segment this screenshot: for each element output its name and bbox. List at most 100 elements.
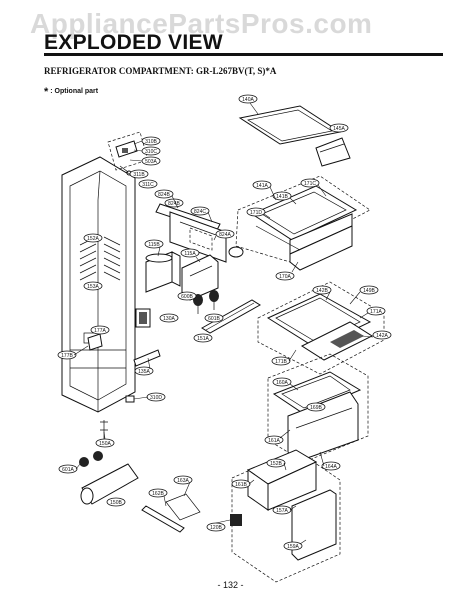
svg-text:115A: 115A bbox=[184, 251, 196, 257]
callout-824B-2: 824B bbox=[164, 198, 184, 208]
callout-140A: 140A bbox=[238, 94, 259, 115]
svg-text:171C: 171C bbox=[304, 181, 316, 187]
callout-824C: 824C bbox=[190, 206, 210, 216]
callout-601A: 601A bbox=[58, 464, 78, 474]
svg-text:150A: 150A bbox=[99, 441, 111, 447]
callouts: 140A 145A 310B 310C 503A 311B 311C 824B … bbox=[57, 94, 392, 551]
svg-text:149B: 149B bbox=[363, 288, 375, 294]
top-shelf bbox=[238, 105, 351, 167]
callout-115B: 115B bbox=[144, 239, 164, 249]
optional-part-note: *: Optional part bbox=[44, 86, 98, 98]
callout-135A: 135A bbox=[134, 366, 154, 376]
svg-text:145A: 145A bbox=[333, 126, 345, 132]
svg-text:310D: 310D bbox=[150, 395, 162, 401]
svg-text:824C: 824C bbox=[194, 209, 206, 215]
callout-824A: 824A bbox=[215, 229, 235, 239]
svg-text:171A: 171A bbox=[370, 309, 382, 315]
svg-text:160A: 160A bbox=[276, 380, 288, 386]
callout-160A: 160A bbox=[272, 377, 292, 387]
callout-150A: 150A bbox=[95, 438, 115, 448]
middle-shelf-group bbox=[235, 175, 371, 271]
callout-310D: 310D bbox=[146, 392, 166, 402]
watermark: AppliancePartsPros.com bbox=[30, 8, 373, 39]
callout-177B: 177B bbox=[57, 350, 77, 360]
callout-171B: 171B bbox=[271, 356, 291, 366]
lower-pan-group bbox=[230, 449, 341, 583]
callout-159A: 159A bbox=[283, 541, 303, 551]
trim-strip bbox=[201, 299, 261, 334]
callout-151A: 151A bbox=[193, 333, 213, 343]
svg-text:157A: 157A bbox=[276, 508, 288, 514]
svg-text:142A: 142A bbox=[376, 333, 388, 339]
svg-text:161B: 161B bbox=[235, 482, 247, 488]
callout-311B: 311B bbox=[129, 169, 149, 179]
callout-152B: 152B bbox=[266, 458, 286, 468]
svg-text:601A: 601A bbox=[62, 467, 74, 473]
svg-text:162B: 162B bbox=[152, 491, 164, 497]
callout-164A: 164A bbox=[321, 461, 341, 471]
svg-text:310B: 310B bbox=[145, 139, 157, 145]
svg-text:164A: 164A bbox=[325, 464, 337, 470]
rail-parts bbox=[141, 493, 201, 533]
callout-601B: 601B bbox=[204, 313, 224, 323]
callout-824B: 824B bbox=[154, 189, 174, 199]
bottom-left-parts bbox=[79, 451, 139, 505]
svg-text:177A: 177A bbox=[94, 328, 106, 334]
svg-text:115B: 115B bbox=[148, 242, 160, 248]
callout-120B: 120B bbox=[206, 522, 226, 532]
optional-star: * bbox=[44, 86, 49, 98]
svg-text:169B: 169B bbox=[310, 405, 322, 411]
callout-161A: 161A bbox=[264, 435, 284, 445]
page-title: EXPLODED VIEW bbox=[44, 31, 223, 54]
callout-130A: 130A bbox=[159, 313, 179, 323]
callout-142B: 142B bbox=[312, 285, 332, 295]
svg-text:311C: 311C bbox=[142, 182, 154, 188]
callout-115A: 115A bbox=[180, 248, 200, 258]
callout-157A: 157A bbox=[272, 505, 292, 515]
svg-text:600B: 600B bbox=[181, 294, 193, 300]
callout-600B: 600B bbox=[177, 291, 197, 301]
page-number: - 132 - bbox=[217, 580, 244, 590]
callout-171A: 171A bbox=[366, 306, 386, 316]
svg-text:824B: 824B bbox=[168, 201, 180, 207]
svg-text:151A: 151A bbox=[197, 336, 209, 342]
callout-162B: 162B bbox=[148, 488, 168, 498]
glass-shelves-group bbox=[257, 281, 385, 375]
svg-text:141A: 141A bbox=[256, 183, 268, 189]
svg-text:120B: 120B bbox=[210, 525, 222, 531]
callout-152A: 152A bbox=[83, 233, 103, 243]
svg-text:163A: 163A bbox=[177, 478, 189, 484]
leader-lines bbox=[73, 140, 374, 545]
svg-text:824A: 824A bbox=[219, 232, 231, 238]
svg-text:171B: 171B bbox=[275, 359, 287, 365]
control-housing bbox=[145, 251, 219, 301]
callout-141B: 141B bbox=[272, 191, 292, 201]
callout-310B: 310B bbox=[141, 136, 161, 146]
callout-142A: 142A bbox=[372, 330, 392, 340]
callout-153A: 153A bbox=[83, 281, 103, 291]
callout-141A: 141A bbox=[252, 180, 272, 190]
svg-text:159A: 159A bbox=[287, 544, 299, 550]
callout-150B: 150B bbox=[106, 497, 126, 507]
svg-text:601B: 601B bbox=[208, 316, 220, 322]
svg-text:153A: 153A bbox=[87, 284, 99, 290]
callout-161B: 161B bbox=[231, 479, 251, 489]
callout-163A: 163A bbox=[173, 475, 193, 485]
callout-171C: 171C bbox=[300, 178, 320, 188]
callout-311C: 311C bbox=[138, 179, 158, 189]
callout-310C: 310C bbox=[141, 146, 161, 156]
callout-145A: 145A bbox=[329, 123, 349, 133]
svg-text:150B: 150B bbox=[110, 500, 122, 506]
svg-text:824B: 824B bbox=[158, 192, 170, 198]
optional-note-text: : Optional part bbox=[50, 88, 99, 95]
svg-text:161A: 161A bbox=[268, 438, 280, 444]
svg-text:171D: 171D bbox=[250, 210, 262, 216]
svg-text:170A: 170A bbox=[279, 274, 291, 280]
svg-text:135A: 135A bbox=[138, 369, 150, 375]
callout-177A: 177A bbox=[90, 325, 110, 335]
svg-text:503A: 503A bbox=[145, 159, 157, 165]
duct-assembly bbox=[155, 203, 244, 263]
model-subtitle: REFRIGERATOR COMPARTMENT: GR-L267BV(T, S… bbox=[44, 66, 277, 76]
svg-text:152A: 152A bbox=[87, 236, 99, 242]
